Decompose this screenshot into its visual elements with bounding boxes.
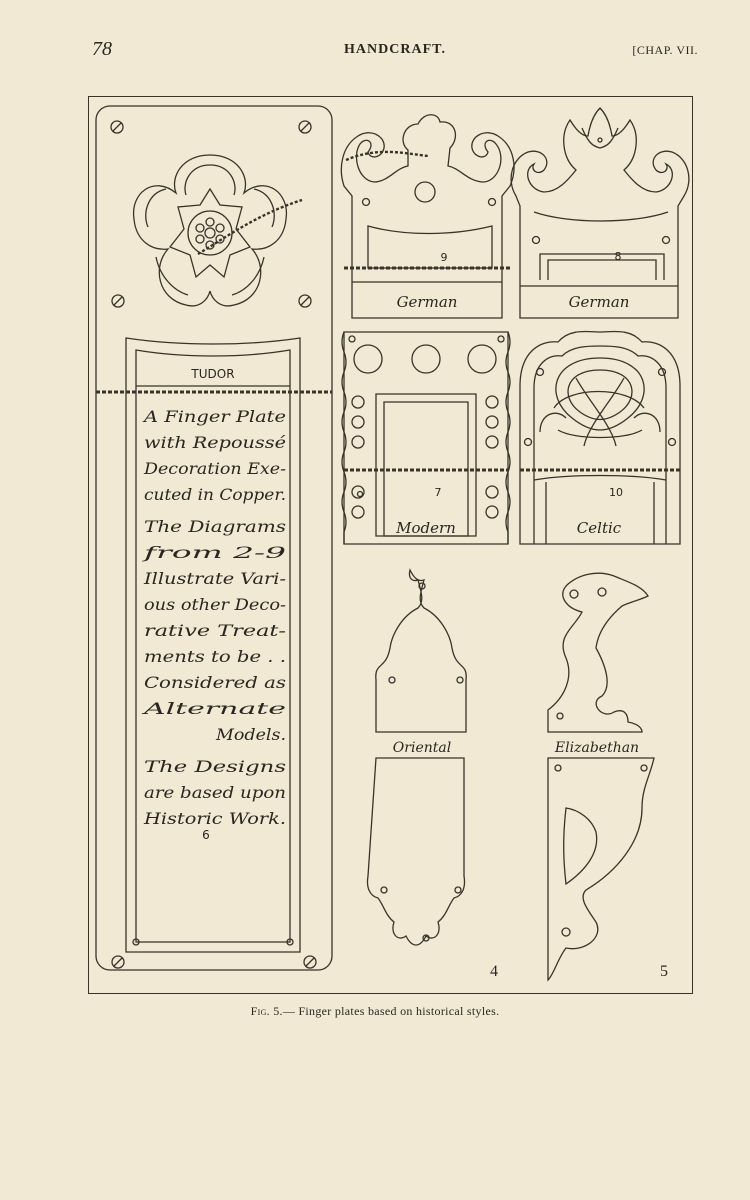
german-label-8: German xyxy=(569,293,630,311)
tudor-text-line: ous other Deco- xyxy=(144,595,286,614)
oriental-plate xyxy=(366,568,467,946)
tudor-label: TUDOR xyxy=(190,367,234,381)
tudor-text-line: are based upon xyxy=(144,783,286,802)
german-plate-8 xyxy=(510,107,690,319)
tudor-text-line: Alternate xyxy=(140,699,286,718)
elizabethan-label: Elizabethan xyxy=(554,740,639,756)
tudor-text-line: rative Treat- xyxy=(144,621,286,640)
screw-icon xyxy=(110,120,124,134)
elizabethan-plate xyxy=(547,572,655,982)
modern-plate xyxy=(341,331,511,545)
plate-number-10: 10 xyxy=(609,486,623,499)
figure-number: Fig. 5.— xyxy=(250,1004,296,1018)
finger-plates-illustration: TUDOR A Finger Plate with RepousséDecorat… xyxy=(95,105,690,982)
plate-number-6: 6 xyxy=(202,828,210,842)
tudor-text-line: Considered as xyxy=(144,673,286,692)
tudor-text-line: Decoration Exe- xyxy=(143,459,286,478)
screw-icon xyxy=(111,294,125,308)
plate-number-5: 5 xyxy=(660,963,668,980)
tudor-text-line: The Designs xyxy=(144,757,286,776)
tudor-rose-icon xyxy=(132,154,288,307)
page-header: 78 HANDCRAFT. [CHAP. VII. xyxy=(92,38,698,62)
tudor-text-line: Models. xyxy=(215,725,286,744)
plate-number-7: 7 xyxy=(435,486,442,499)
modern-label: Modern xyxy=(395,519,456,537)
screw-icon xyxy=(303,955,317,969)
celtic-label: Celtic xyxy=(577,519,622,537)
tudor-text-line: with Repoussé xyxy=(144,433,286,452)
tudor-text-line: The Diagrams xyxy=(144,517,286,536)
tudor-text-line: from 2-9 xyxy=(142,543,286,562)
tudor-text-line: Illustrate Vari- xyxy=(143,569,286,588)
plate-number-4: 4 xyxy=(490,963,498,980)
figure-frame xyxy=(88,96,693,994)
celtic-plate xyxy=(519,330,681,545)
oriental-label: Oriental xyxy=(393,740,451,756)
chapter-marker: [CHAP. VII. xyxy=(632,43,698,57)
tudor-text-line: cuted in Copper. xyxy=(144,485,286,504)
screw-icon xyxy=(298,294,312,308)
page-number: 78 xyxy=(92,38,112,60)
tudor-plate xyxy=(95,105,333,971)
tudor-text-line: Historic Work. xyxy=(143,809,286,828)
running-title: HANDCRAFT. xyxy=(344,42,446,57)
celtic-knot-icon xyxy=(539,357,661,447)
caption-text: Finger plates based on historical styles… xyxy=(295,1004,500,1018)
figure-caption: Fig. 5.— Finger plates based on historic… xyxy=(0,1004,750,1019)
tudor-text-line: A Finger Plate xyxy=(142,407,286,426)
german-plate-9 xyxy=(340,114,515,319)
screw-icon xyxy=(111,955,125,969)
plate-number-9: 9 xyxy=(441,251,448,264)
plate-number-8: 8 xyxy=(615,250,622,263)
screw-icon xyxy=(298,120,312,134)
german-label-9: German xyxy=(397,293,458,311)
tudor-text-line: ments to be . . xyxy=(144,647,286,666)
